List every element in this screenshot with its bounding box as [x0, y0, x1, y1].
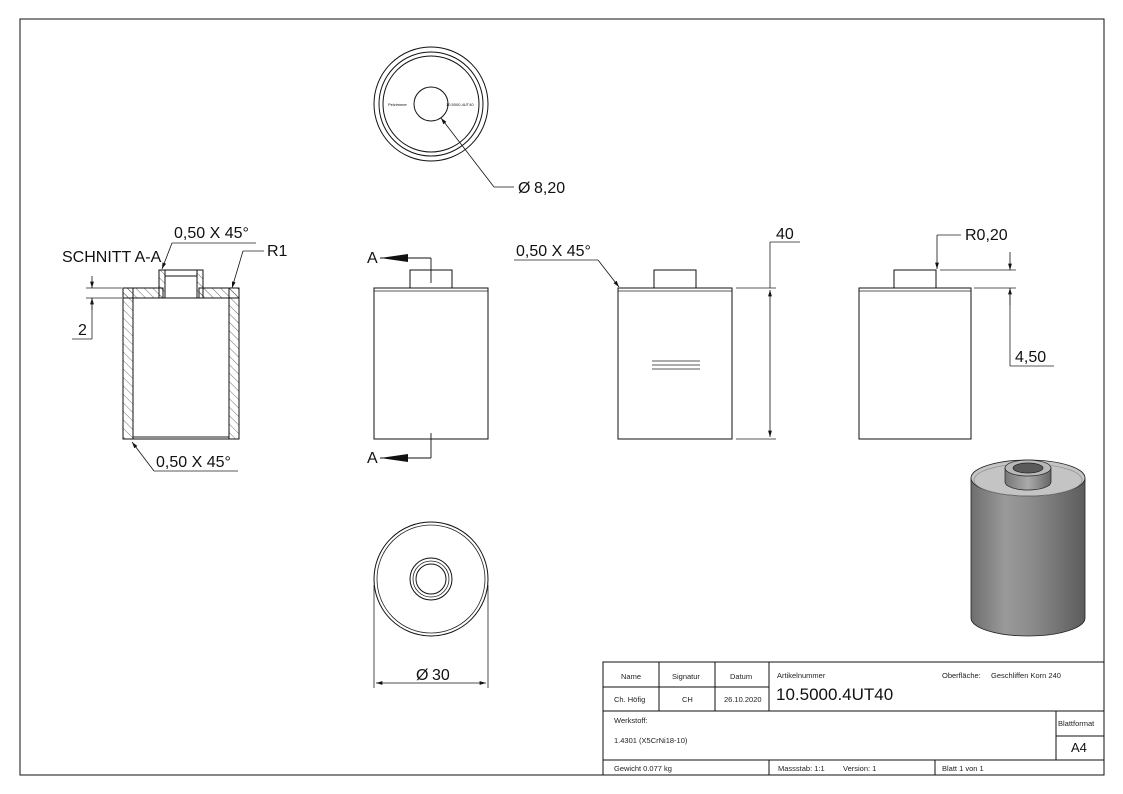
tb-datum-header: Datum	[730, 672, 752, 681]
tb-datum-value: 26.10.2020	[724, 695, 762, 704]
title-block: Name Signatur Datum Ch. Höfig CH 26.10.2…	[602, 661, 1105, 776]
outer-diameter-label: 30	[432, 667, 450, 684]
section-radius-r1: R1	[267, 243, 288, 260]
tb-signatur-value: CH	[682, 695, 693, 704]
height-dim-label: 4,50	[1015, 349, 1046, 366]
bore-diameter-symbol: Ø	[518, 180, 530, 197]
tb-blattformat-value: A4	[1071, 740, 1087, 755]
side-view: 0,50 X 45° 40	[514, 226, 800, 440]
right-view: R0,20 4,50	[858, 227, 1054, 440]
tb-name-header: Name	[621, 672, 641, 681]
tb-oberflaeche-label: Oberfläche:	[942, 671, 981, 680]
tb-name-value: Ch. Höfig	[614, 695, 645, 704]
tb-werkstoff-label: Werkstoff:	[614, 716, 647, 725]
engraving-right: 10.5000.4UT40	[446, 102, 474, 107]
outer-diameter-symbol: Ø	[416, 667, 428, 684]
section-view: SCHNITT A-A 0,50 X 45° R1 2	[62, 225, 288, 472]
engraving-left: Pelzimmer	[388, 102, 408, 107]
radius-r020-label: R0,20	[965, 227, 1008, 244]
isometric-render	[970, 459, 1086, 637]
tb-signatur-header: Signatur	[672, 672, 700, 681]
tb-artikelnummer-value: 10.5000.4UT40	[776, 685, 893, 704]
section-chamfer-top: 0,50 X 45°	[174, 225, 249, 242]
side-chamfer-label: 0,50 X 45°	[516, 243, 591, 260]
front-view: A A	[367, 250, 489, 467]
top-view: Pelzimmer 10.5000.4UT40 Ø 8,20	[373, 46, 565, 197]
tb-oberflaeche-value: Geschliffen Korn 240	[991, 671, 1061, 680]
bore-diameter-label: 8,20	[534, 180, 565, 197]
length-dim-label: 40	[776, 226, 794, 243]
sheet-border	[19, 18, 1105, 776]
section-arrow-top-letter: A	[367, 250, 378, 267]
tb-blatt: Blatt 1 von 1	[942, 764, 984, 773]
tb-gewicht: Gewicht 0.077 kg	[614, 764, 672, 773]
section-arrow-bottom-letter: A	[367, 450, 378, 467]
tb-werkstoff-value: 1.4301 (X5CrNi18-10)	[614, 736, 688, 745]
tb-blattformat-label: Blattformat	[1058, 719, 1095, 728]
bottom-view: Ø 30	[373, 521, 489, 688]
tb-version: Version: 1	[843, 764, 876, 773]
section-chamfer-bottom: 0,50 X 45°	[156, 454, 231, 471]
tb-artikelnummer-label: Artikelnummer	[777, 671, 826, 680]
section-wall-dim: 2	[78, 322, 87, 339]
section-label: SCHNITT A-A	[62, 249, 162, 266]
tb-massstab: Massstab: 1:1	[778, 764, 825, 773]
